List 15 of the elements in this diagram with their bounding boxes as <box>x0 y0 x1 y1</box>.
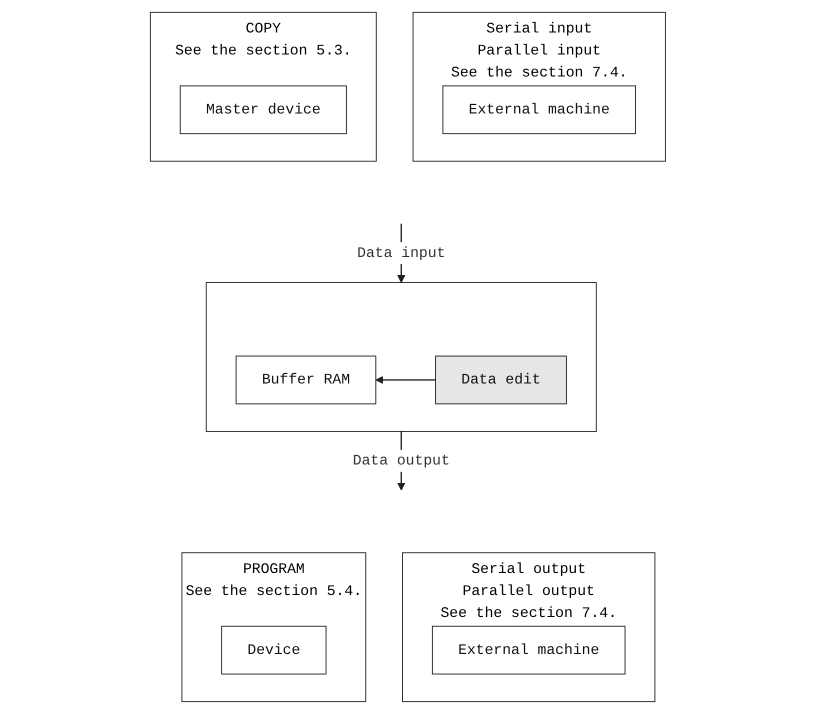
node-box <box>432 626 626 675</box>
arrow <box>375 376 436 384</box>
cluster <box>412 12 666 162</box>
edge-label: Data output <box>352 452 450 470</box>
edge-label: Data input <box>356 244 446 262</box>
cluster <box>402 552 655 702</box>
node-box <box>442 85 636 134</box>
cluster <box>150 12 376 162</box>
node-box <box>220 626 326 675</box>
node-box <box>235 356 376 404</box>
cluster <box>181 552 366 702</box>
node-box <box>434 356 566 404</box>
node-box <box>179 85 346 134</box>
cluster <box>205 282 596 432</box>
flowchart: Data input Data output COPY See the section 5.3. Master device Serial input Parallel input See the section 7.4. External machine Buffer RAM Data edit PROGRAM See the section 5.4. Device Serial output Parallel output See the section 7.4. External machine <box>142 5 672 709</box>
